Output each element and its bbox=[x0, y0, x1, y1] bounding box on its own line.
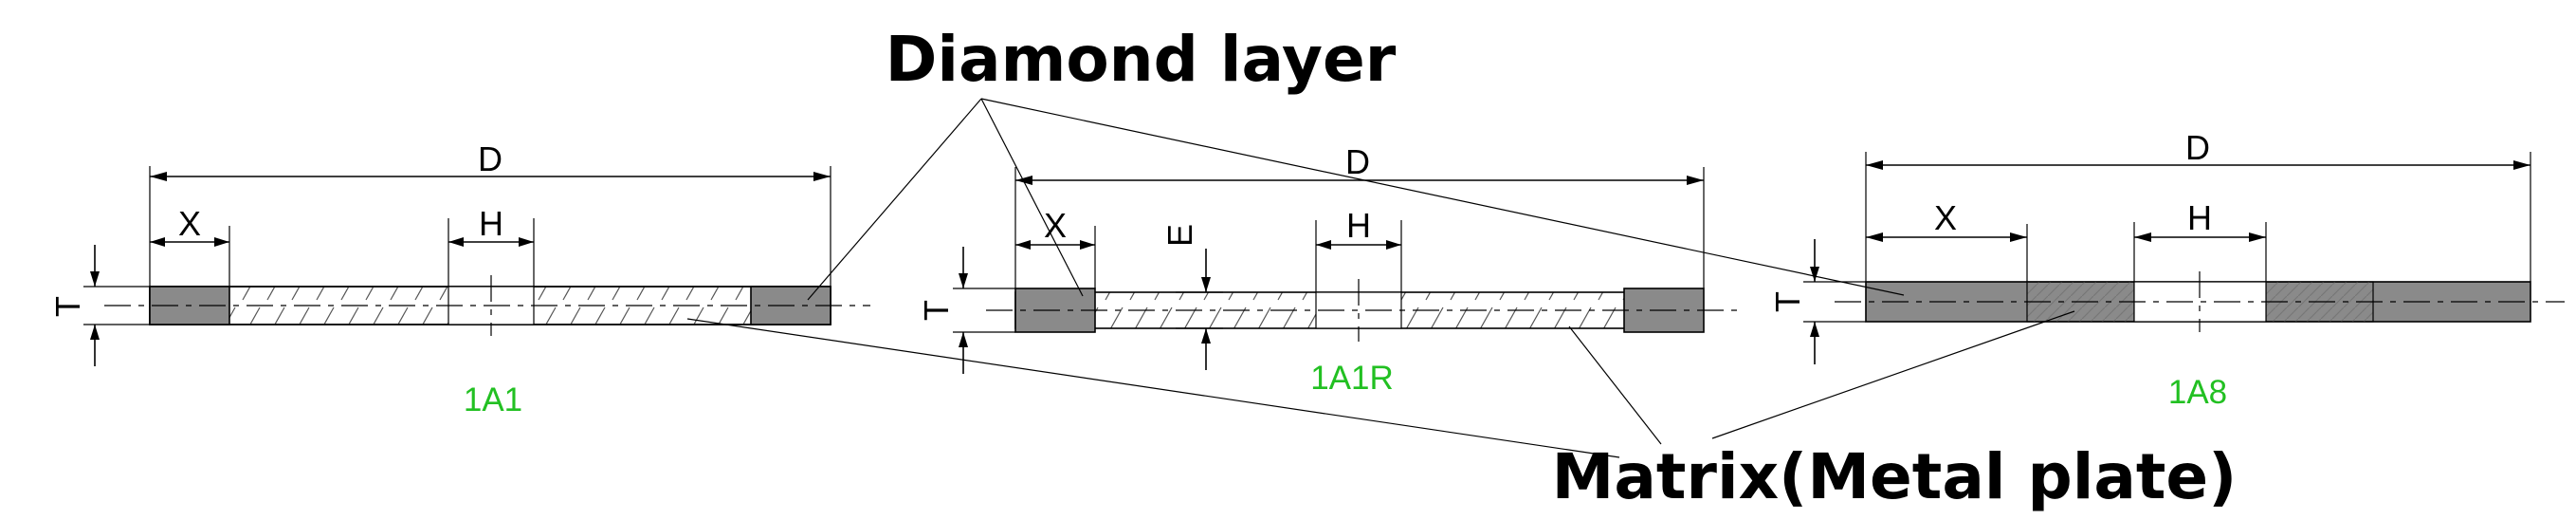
leader-line bbox=[1711, 310, 2075, 439]
dimension-d-label: D bbox=[2185, 128, 2210, 167]
wheel-type-label: 1A1R bbox=[1310, 360, 1394, 397]
callout-matrix-text: Matrix(Metal plate) bbox=[1552, 440, 2238, 513]
dimension-d-label: D bbox=[478, 139, 502, 178]
leader-line bbox=[807, 98, 982, 301]
dimension-t-label: T bbox=[1768, 291, 1807, 312]
wheel-1a8: D X H T 1A8 bbox=[1768, 128, 2565, 411]
dimension-x-label: X bbox=[1044, 206, 1067, 245]
leader-line bbox=[686, 318, 1620, 458]
dimension-h-label: H bbox=[2187, 198, 2212, 237]
wheel-1a1: D X H T 1A1 bbox=[48, 139, 870, 418]
leader-line bbox=[1568, 325, 1662, 445]
wheel-type-label: 1A8 bbox=[2168, 374, 2227, 411]
dimension-h-label: H bbox=[1346, 206, 1371, 245]
dimension-h-label: H bbox=[479, 204, 503, 243]
callout-diamond-layer-text: Diamond layer bbox=[886, 23, 1397, 96]
callout-diamond-layer: Diamond layer bbox=[807, 23, 1905, 301]
leader-line bbox=[980, 98, 1905, 296]
callout-matrix: Matrix(Metal plate) bbox=[686, 310, 2238, 513]
dimension-e-label: E bbox=[1160, 224, 1199, 247]
wheel-1a1r: D X E H T 1A1R bbox=[917, 142, 1738, 397]
dimension-d-label: D bbox=[1345, 142, 1370, 181]
dimension-t-label: T bbox=[48, 296, 87, 317]
wheel-type-label: 1A1 bbox=[464, 381, 522, 418]
leader-line bbox=[980, 98, 1084, 297]
dimension-t-label: T bbox=[917, 300, 956, 321]
dimension-x-label: X bbox=[178, 204, 201, 243]
dimension-x-label: X bbox=[1934, 198, 1957, 237]
